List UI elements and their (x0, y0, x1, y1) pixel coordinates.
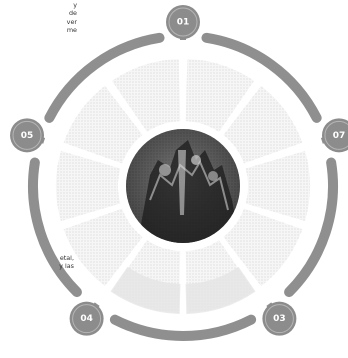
side-note-bottom: etal, y las (0, 254, 74, 271)
badge-number: 04 (80, 314, 93, 324)
side-note-top: y de ver me (0, 1, 77, 35)
badge-07: 07 (322, 118, 348, 152)
badge-01: 01 (166, 5, 200, 39)
badge-04: 04 (70, 302, 104, 336)
badge-number: 05 (21, 131, 34, 141)
badge-number: 01 (177, 18, 190, 28)
badge-number: 03 (273, 314, 286, 324)
badge-number: 07 (333, 131, 346, 141)
badge-03: 03 (262, 302, 296, 336)
center-photo (123, 126, 243, 246)
ring-arc (115, 320, 251, 336)
badge-05: 05 (10, 118, 44, 152)
